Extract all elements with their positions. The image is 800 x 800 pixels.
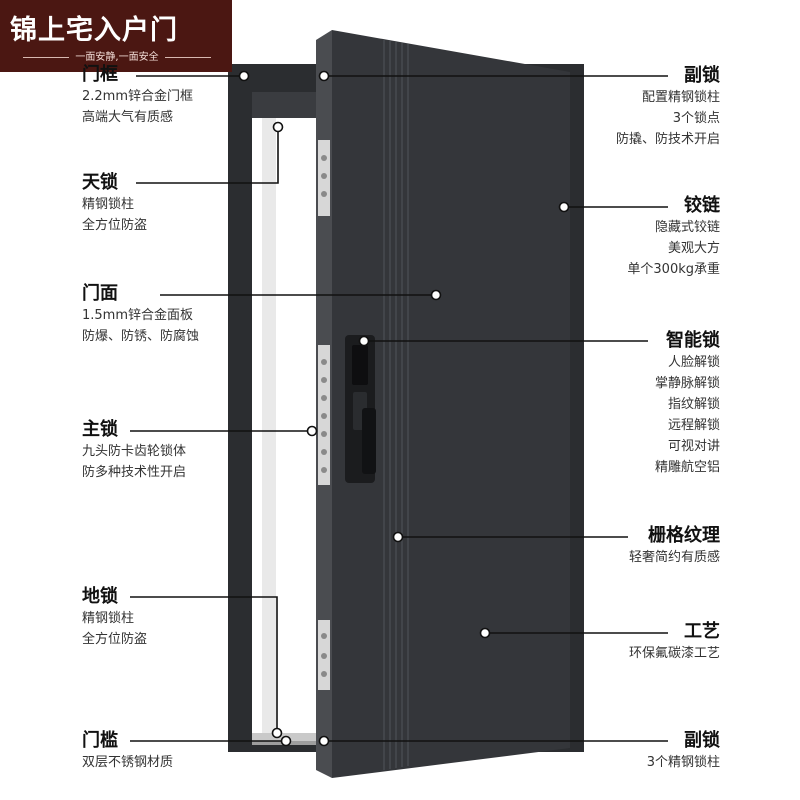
label-hinge: 铰链 隐藏式铰链 美观大方 单个300kg承重 — [627, 195, 720, 280]
label-title: 副锁 — [684, 730, 720, 751]
label-line: 配置精钢锁柱 — [641, 90, 720, 105]
label-line: 高端大气有质感 — [82, 110, 174, 125]
label-title: 主锁 — [82, 419, 118, 440]
label-door-panel: 门面 1.5mm锌合金面板 防爆、防锈、防腐蚀 — [82, 283, 199, 347]
label-line: 可视对讲 — [667, 439, 720, 454]
smart-lock-lever — [362, 408, 376, 474]
label-line: 环保氟碳漆工艺 — [628, 646, 720, 661]
label-floor-lock: 地锁 精钢锁柱 全方位防盗 — [82, 586, 147, 650]
frame-jamb-side — [262, 118, 276, 734]
smart-lock-screen — [352, 345, 368, 385]
label-line: 单个300kg承重 — [627, 262, 720, 277]
label-title: 智能锁 — [666, 330, 720, 351]
label-secondary-lock-bottom: 副锁 3个精钢锁柱 — [647, 730, 720, 773]
label-title: 门槛 — [82, 730, 118, 751]
label-line: 精雕航空铝 — [654, 460, 720, 475]
label-line: 掌静脉解锁 — [654, 376, 720, 391]
label-line: 远程解锁 — [667, 418, 720, 433]
label-title: 门面 — [82, 283, 118, 304]
label-line: 隐藏式铰链 — [654, 220, 720, 235]
label-line: 防撬、防技术开启 — [615, 132, 720, 147]
label-title: 地锁 — [82, 586, 118, 607]
label-line: 人脸解锁 — [667, 355, 720, 370]
label-main-lock: 主锁 九头防卡齿轮锁体 防多种技术性开启 — [82, 419, 186, 483]
label-title: 铰链 — [684, 195, 720, 216]
label-door-frame: 门框 2.2mm锌合金门框 高端大气有质感 — [82, 64, 193, 128]
label-top-lock: 天锁 精钢锁柱 全方位防盗 — [82, 172, 147, 236]
label-title: 门框 — [82, 64, 118, 85]
label-secondary-lock-top: 副锁 配置精钢锁柱 3个锁点 防撬、防技术开启 — [616, 65, 720, 150]
frame-jamb — [252, 92, 322, 118]
label-line: 全方位防盗 — [82, 632, 148, 647]
brand-logo: 锦上宅入户门 一面安静,一面安全 — [0, 0, 232, 72]
label-line: 防多种技术性开启 — [82, 465, 187, 480]
label-grid-texture: 栅格纹理 轻奢简约有质感 — [629, 525, 720, 568]
label-threshold: 门槛 双层不锈钢材质 — [82, 730, 173, 773]
label-line: 精钢锁柱 — [82, 611, 135, 626]
brand-slogan: 一面安静,一面安全 — [14, 48, 220, 63]
label-title: 工艺 — [684, 621, 720, 642]
label-line: 美观大方 — [667, 241, 720, 256]
label-smart-lock: 智能锁 人脸解锁 掌静脉解锁 指纹解锁 远程解锁 可视对讲 精雕航空铝 — [655, 330, 720, 478]
label-title: 天锁 — [82, 172, 118, 193]
label-line: 指纹解锁 — [667, 397, 720, 412]
label-line: 1.5mm锌合金面板 — [82, 308, 194, 323]
label-title: 栅格纹理 — [648, 525, 720, 546]
label-line: 2.2mm锌合金门框 — [82, 89, 194, 104]
label-line: 3个锁点 — [672, 111, 720, 126]
label-line: 3个精钢锁柱 — [646, 755, 720, 770]
brand-name: 锦上宅入户门 — [10, 15, 178, 46]
label-line: 精钢锁柱 — [82, 197, 135, 212]
door-leaf — [332, 30, 570, 778]
label-line: 轻奢简约有质感 — [628, 550, 720, 565]
label-line: 全方位防盗 — [82, 218, 148, 233]
label-line: 防爆、防锈、防腐蚀 — [82, 329, 200, 344]
label-craft: 工艺 环保氟碳漆工艺 — [629, 621, 720, 664]
label-line: 九头防卡齿轮锁体 — [82, 444, 187, 459]
label-title: 副锁 — [684, 65, 720, 86]
label-line: 双层不锈钢材质 — [82, 755, 174, 770]
